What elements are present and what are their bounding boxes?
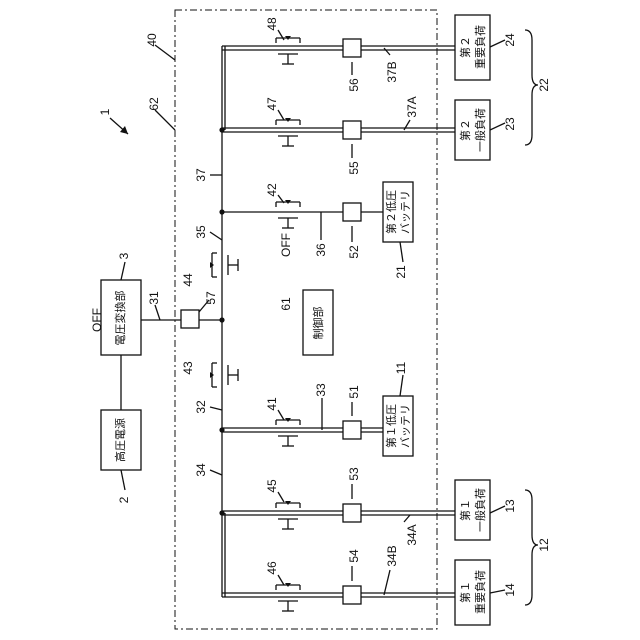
- ref-34: 34: [194, 463, 208, 477]
- ref-22: 22: [537, 78, 551, 92]
- hv-source-label: 高圧電源: [113, 418, 127, 462]
- ref-2: 2: [117, 496, 131, 503]
- branch-47: [222, 128, 455, 132]
- ref-35: 35: [194, 225, 208, 239]
- sensor-54: [343, 586, 361, 604]
- branch-46: [222, 593, 455, 597]
- sensor-52: [343, 203, 361, 221]
- ref-34B: 34B: [385, 545, 399, 566]
- second-general-load-label-1: 第２: [458, 119, 472, 141]
- ref-37B: 37B: [385, 61, 399, 82]
- hv-converter-label: 電圧変換部: [113, 291, 127, 346]
- branch-48: [222, 46, 455, 50]
- ref-21: 21: [394, 265, 408, 279]
- ref-48: 48: [265, 17, 279, 31]
- switch-42-icon: [276, 200, 300, 228]
- controller-label: 制御部: [311, 307, 325, 340]
- ref-52: 52: [347, 245, 361, 259]
- second-low-battery-label-2: バッテリ: [399, 190, 412, 234]
- ref-61: 61: [279, 297, 293, 311]
- ref-14: 14: [503, 583, 517, 597]
- sensor-55: [343, 121, 361, 139]
- ref-53: 53: [347, 467, 361, 481]
- ref-54: 54: [347, 549, 361, 563]
- ref-31: 31: [147, 291, 161, 305]
- first-low-battery-label-2: バッテリ: [399, 404, 412, 448]
- ref-36: 36: [314, 243, 328, 257]
- second-low-battery-label-1: 第２低圧: [384, 190, 398, 234]
- switch-43-icon: [210, 363, 238, 387]
- sensor-51: [343, 421, 361, 439]
- ref-33: 33: [314, 383, 328, 397]
- ref-12: 12: [537, 538, 551, 552]
- first-critical-load-label-2: 重要負荷: [473, 570, 487, 614]
- second-critical-load-label-2: 重要負荷: [473, 25, 487, 69]
- ref-57: 57: [204, 291, 218, 305]
- off-converter-label: OFF: [90, 308, 104, 332]
- ref-13: 13: [503, 499, 517, 513]
- ref-40: 40: [145, 33, 159, 47]
- ref-1: 1: [98, 108, 112, 115]
- ref-24: 24: [503, 33, 517, 47]
- system-arrow-icon: [110, 118, 128, 134]
- ref-55: 55: [347, 161, 361, 175]
- ref-34A: 34A: [405, 524, 419, 545]
- switch-44-icon: [210, 253, 238, 277]
- ref-62: 62: [147, 97, 161, 111]
- ref-47: 47: [265, 97, 279, 111]
- sensor-56: [343, 39, 361, 57]
- ref-46: 46: [265, 561, 279, 575]
- ref-37A: 37A: [405, 96, 419, 117]
- second-general-load-label-2: 一般負荷: [474, 108, 487, 152]
- ref-51: 51: [347, 385, 361, 399]
- ref-11: 11: [394, 361, 408, 374]
- ref-37: 37: [194, 168, 208, 182]
- ref-42: 42: [265, 183, 279, 197]
- ref-56: 56: [347, 78, 361, 92]
- first-general-load-label-2: 一般負荷: [474, 488, 487, 532]
- ref-3: 3: [117, 252, 131, 259]
- ref-45: 45: [265, 479, 279, 493]
- off-switch42-label: OFF: [279, 233, 293, 257]
- ref-32: 32: [194, 400, 208, 414]
- ref-44: 44: [181, 273, 195, 287]
- sensor-53: [343, 504, 361, 522]
- ref-43: 43: [181, 361, 195, 375]
- ref-23: 23: [503, 117, 517, 131]
- first-general-load-label-1: 第１: [458, 499, 472, 521]
- ref-41: 41: [265, 397, 279, 411]
- sensor-57: [181, 310, 199, 328]
- second-critical-load-label-1: 第２: [458, 36, 472, 58]
- first-critical-load-label-1: 第１: [458, 581, 472, 603]
- first-low-battery-label-1: 第１低圧: [384, 404, 398, 448]
- branch-45: [222, 511, 455, 515]
